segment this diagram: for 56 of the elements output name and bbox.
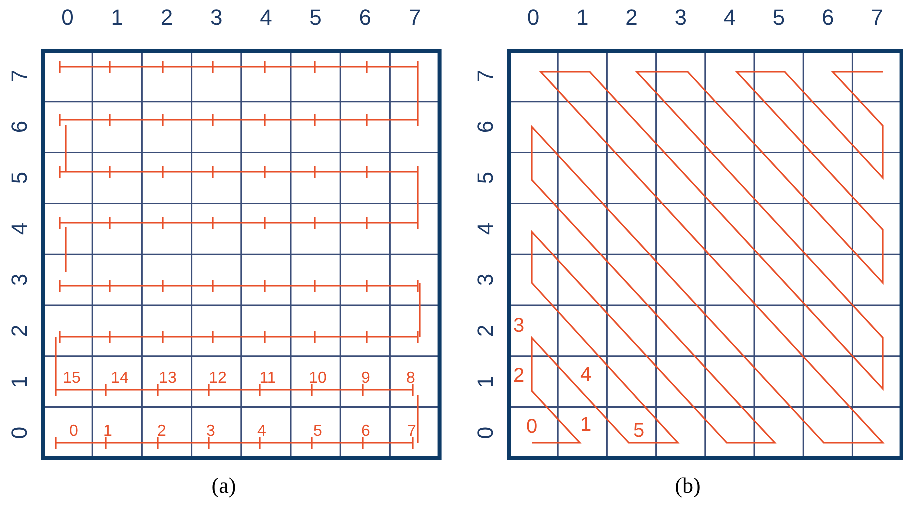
- column-number: 1: [576, 7, 589, 29]
- row-number: 0: [475, 426, 497, 439]
- column-number: 4: [724, 7, 736, 29]
- row-number: 3: [475, 274, 497, 286]
- scan-order-number: 5: [314, 424, 322, 440]
- row-number: 1: [475, 376, 497, 388]
- row-number: 1: [9, 376, 31, 388]
- panel-caption: (a): [212, 475, 236, 497]
- row-number: 0: [9, 426, 31, 439]
- scan-order-number: 14: [111, 371, 129, 387]
- row-number: 6: [475, 121, 497, 134]
- scan-order-number: 0: [526, 417, 538, 437]
- scan-order-number: 15: [63, 371, 81, 387]
- scan-order-number: 8: [406, 371, 416, 387]
- column-number: 7: [871, 7, 884, 29]
- scan-order-number: 3: [206, 424, 216, 440]
- row-number: 7: [9, 70, 31, 83]
- row-number: 4: [475, 223, 497, 236]
- column-number: 4: [260, 7, 272, 29]
- row-number: 5: [475, 172, 497, 184]
- scan-order-number: 12: [209, 371, 227, 387]
- column-number: 7: [408, 7, 422, 29]
- column-number: 1: [111, 7, 124, 29]
- scan-order-number: 4: [580, 365, 592, 385]
- column-number: 3: [674, 7, 687, 29]
- column-number: 0: [62, 7, 74, 29]
- column-number: 6: [359, 7, 372, 29]
- column-number: 5: [772, 7, 786, 29]
- scan-order-number: 1: [580, 415, 592, 435]
- row-number: 2: [9, 324, 31, 338]
- scan-order-number: 6: [362, 424, 370, 440]
- scan-order-number: 1: [104, 424, 112, 440]
- scan-order-number: 0: [70, 424, 78, 440]
- column-number: 0: [527, 7, 540, 29]
- scan-order-number: 2: [513, 366, 525, 386]
- row-number: 3: [9, 274, 31, 286]
- scan-order-number: 9: [362, 371, 370, 387]
- scan-order-number: 2: [158, 424, 166, 440]
- column-number: 2: [626, 7, 638, 29]
- row-number: 5: [9, 172, 31, 184]
- column-number: 5: [310, 7, 322, 29]
- scan-order-number: 10: [309, 371, 327, 387]
- column-number: 6: [822, 7, 834, 29]
- row-number: 6: [9, 121, 31, 134]
- scan-order-number: 5: [633, 421, 645, 441]
- scan-order-number: 4: [258, 424, 266, 440]
- panel-caption: (b): [675, 475, 701, 497]
- scan-order-number: 7: [408, 424, 416, 440]
- column-number: 2: [160, 7, 174, 29]
- scan-order-number: 3: [513, 316, 525, 336]
- row-number: 2: [475, 324, 497, 338]
- column-number: 3: [210, 7, 223, 29]
- row-number: 7: [475, 70, 497, 83]
- scan-order-number: 11: [260, 371, 276, 387]
- scan-order-number: 13: [159, 371, 177, 387]
- row-number: 4: [9, 223, 31, 236]
